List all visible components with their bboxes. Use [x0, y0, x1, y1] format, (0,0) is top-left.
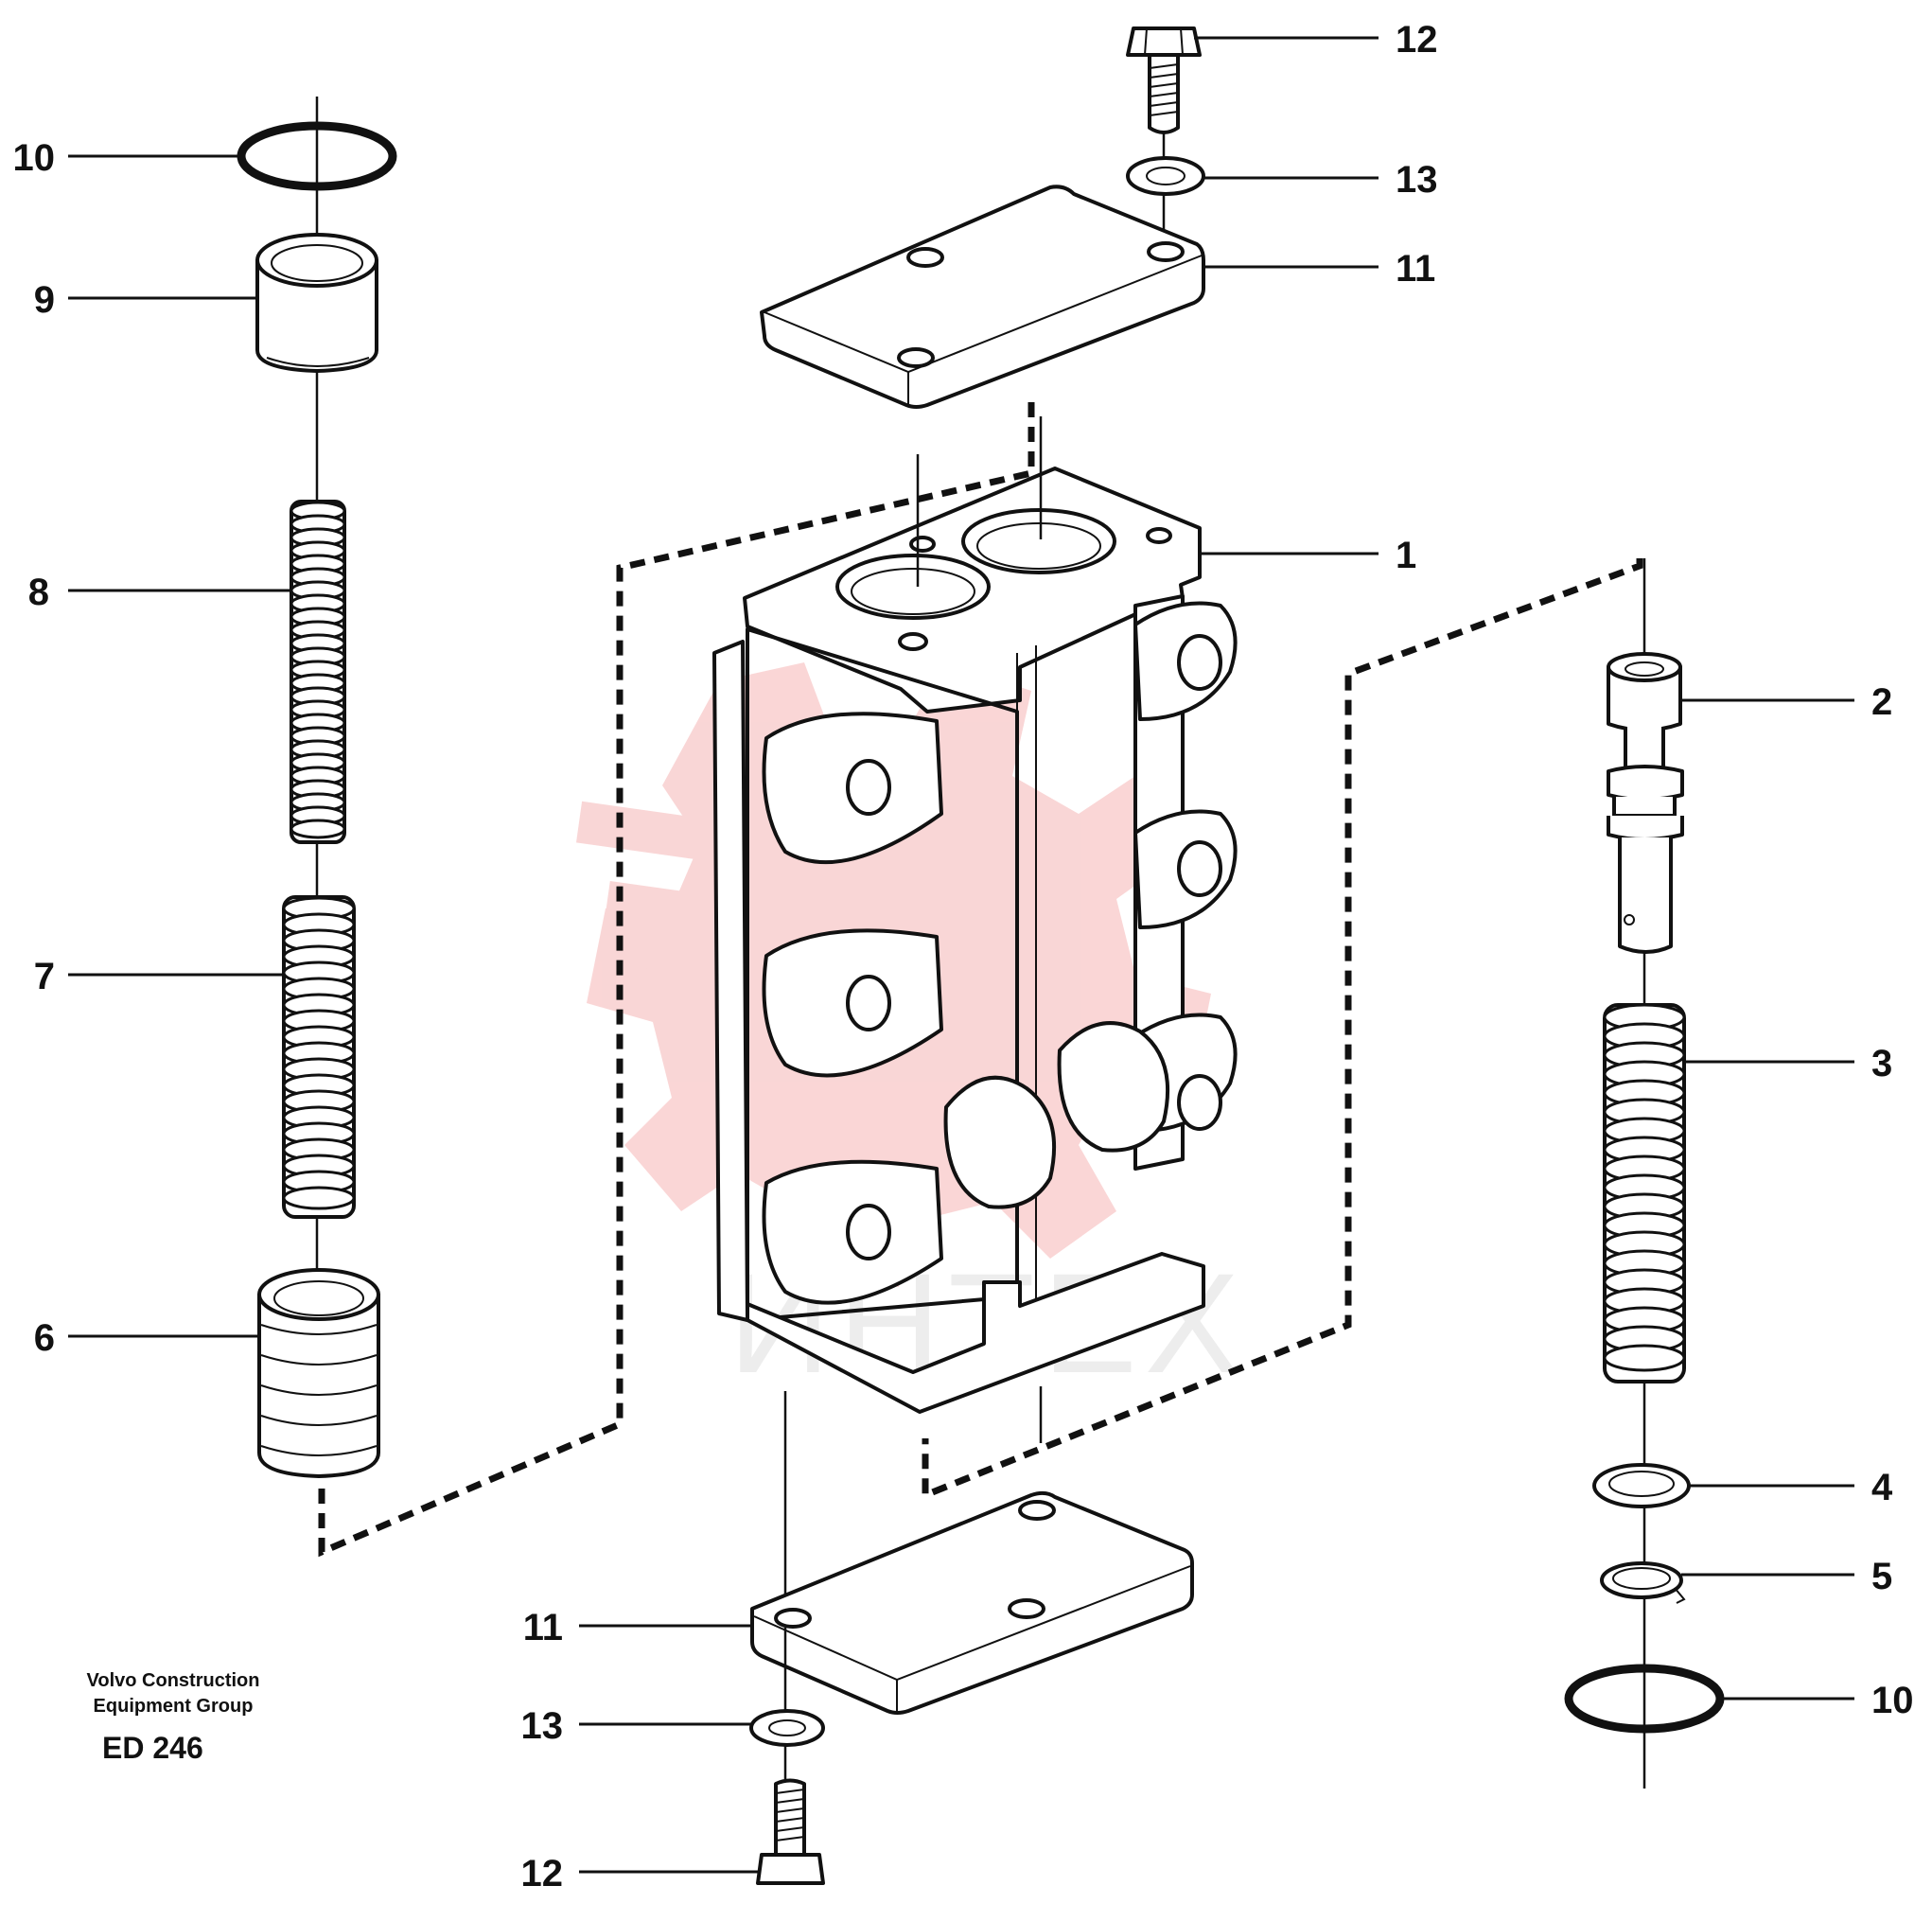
callout-5: 5: [1871, 1556, 1892, 1597]
spring-coil: [1603, 1344, 1686, 1372]
callout-13-top: 13: [1396, 159, 1438, 201]
circlip-part-5: [1600, 1561, 1686, 1604]
spring-part-7: [282, 895, 356, 1219]
callout-13-bottom: 13: [521, 1705, 564, 1747]
spring-part-8: [290, 500, 346, 844]
callout-10-right: 10: [1871, 1680, 1914, 1721]
washer-bottom-part-13: [749, 1709, 825, 1747]
valve-body-part-1: [712, 416, 1238, 1609]
callout-4: 4: [1871, 1467, 1893, 1508]
cover-plate-bottom-part-11: [750, 1490, 1194, 1715]
washer-top-part-13: [1126, 156, 1205, 196]
callout-7: 7: [34, 956, 55, 997]
bushing-part-9: [255, 233, 378, 373]
callout-1: 1: [1396, 535, 1416, 576]
leader-lines: [68, 36, 1854, 1874]
callout-11-top: 11: [1396, 248, 1435, 290]
credit-line-2: Equipment Group: [94, 1696, 254, 1717]
callout-12-top: 12: [1396, 19, 1438, 61]
dashed-assembly-outline-right: [922, 558, 1643, 1501]
callout-11-bottom: 11: [523, 1607, 563, 1648]
callout-12-bottom: 12: [521, 1853, 564, 1895]
spring-part-3: [1603, 1003, 1686, 1383]
callout-9: 9: [34, 279, 55, 321]
credit-line-1: Volvo Construction: [87, 1670, 260, 1691]
dashed-assembly-outline-left: [318, 402, 1035, 1558]
spring-coil: [282, 1186, 356, 1210]
callout-8: 8: [28, 572, 49, 613]
bolt-bottom-part-12: [756, 1778, 825, 1885]
valve-spool-part-2: [1607, 652, 1684, 954]
drawing-code: ED 246: [102, 1731, 203, 1765]
callout-6: 6: [34, 1317, 55, 1359]
plug-part-6: [257, 1268, 380, 1478]
spring-coil: [290, 819, 346, 839]
cover-plate-top-part-11: [760, 185, 1205, 409]
bolt-top-part-12: [1126, 26, 1202, 134]
callout-2: 2: [1871, 681, 1892, 723]
callout-3: 3: [1871, 1043, 1892, 1084]
washer-part-4: [1592, 1463, 1691, 1508]
callout-10-left: 10: [13, 137, 56, 179]
